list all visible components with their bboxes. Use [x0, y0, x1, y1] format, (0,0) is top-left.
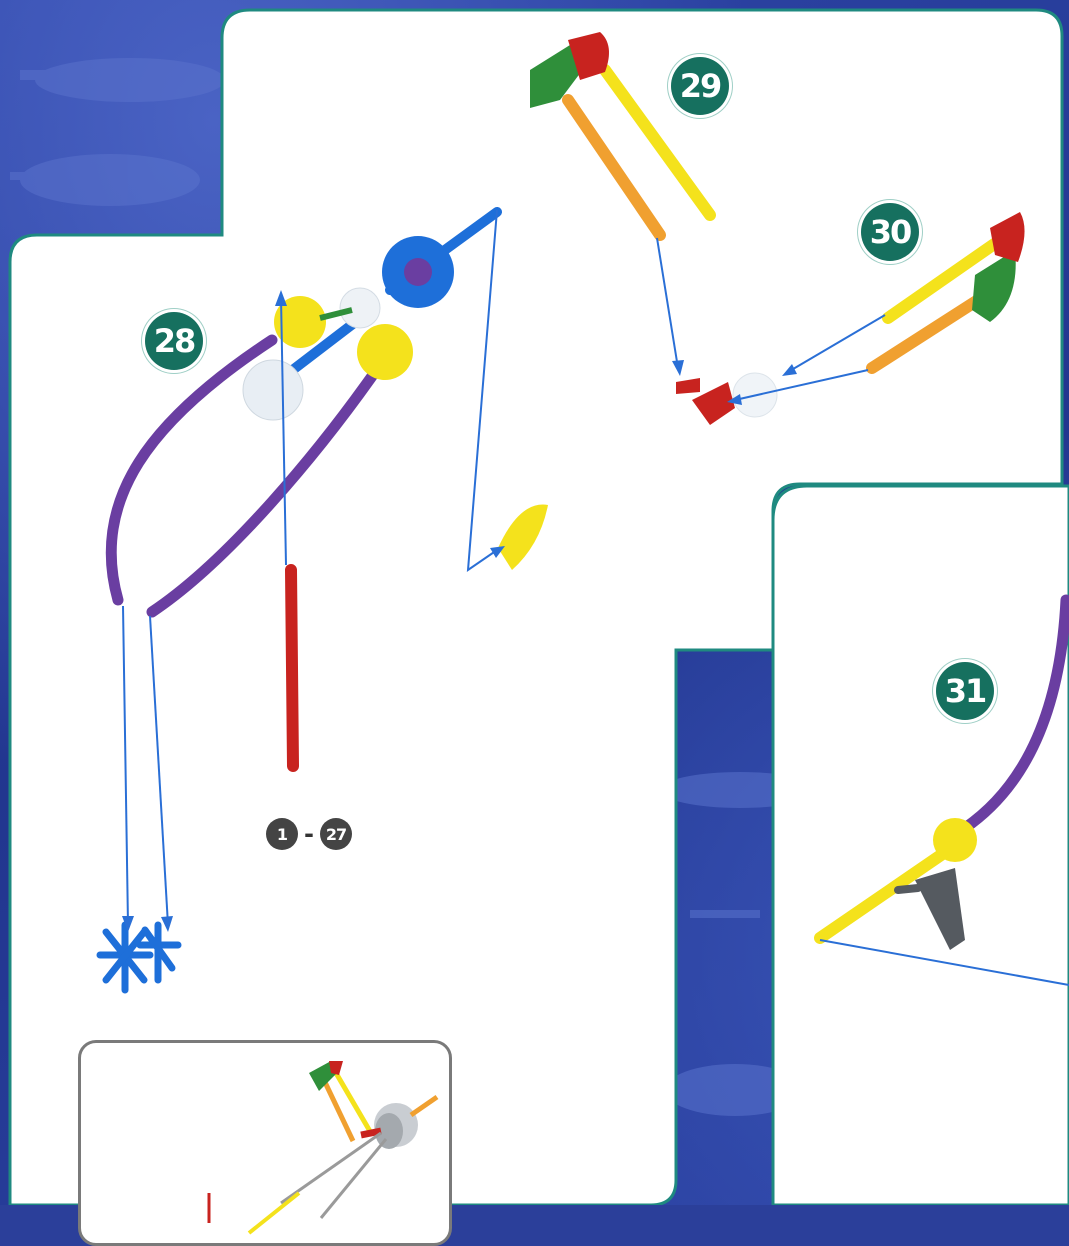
- white-spacer: [243, 360, 303, 420]
- red-connector: [676, 378, 700, 394]
- orange-rod: [872, 300, 978, 368]
- yellow-connector: [933, 818, 977, 862]
- previous-steps-range: 1 - 27: [266, 818, 352, 850]
- step-29-badge: 29: [671, 57, 729, 115]
- gray-connector: [915, 868, 965, 950]
- range-end-badge: 27: [320, 818, 352, 850]
- inset-assembly-illustration: [81, 1043, 449, 1243]
- red-rod: [291, 570, 293, 766]
- assembly-illustration: [0, 0, 1069, 1205]
- yellow-connector: [357, 324, 413, 380]
- inset-preview: [78, 1040, 452, 1246]
- white-spacer: [340, 288, 380, 328]
- yellow-connector: [498, 505, 548, 570]
- step-28-badge: 28: [145, 312, 203, 370]
- step-30-badge: 30: [861, 203, 919, 261]
- step-31-badge: 31: [936, 662, 994, 720]
- range-start-badge: 1: [266, 818, 298, 850]
- range-separator: -: [304, 820, 314, 848]
- red-connector: [990, 212, 1025, 262]
- blue-snowflake-connector: [100, 925, 178, 990]
